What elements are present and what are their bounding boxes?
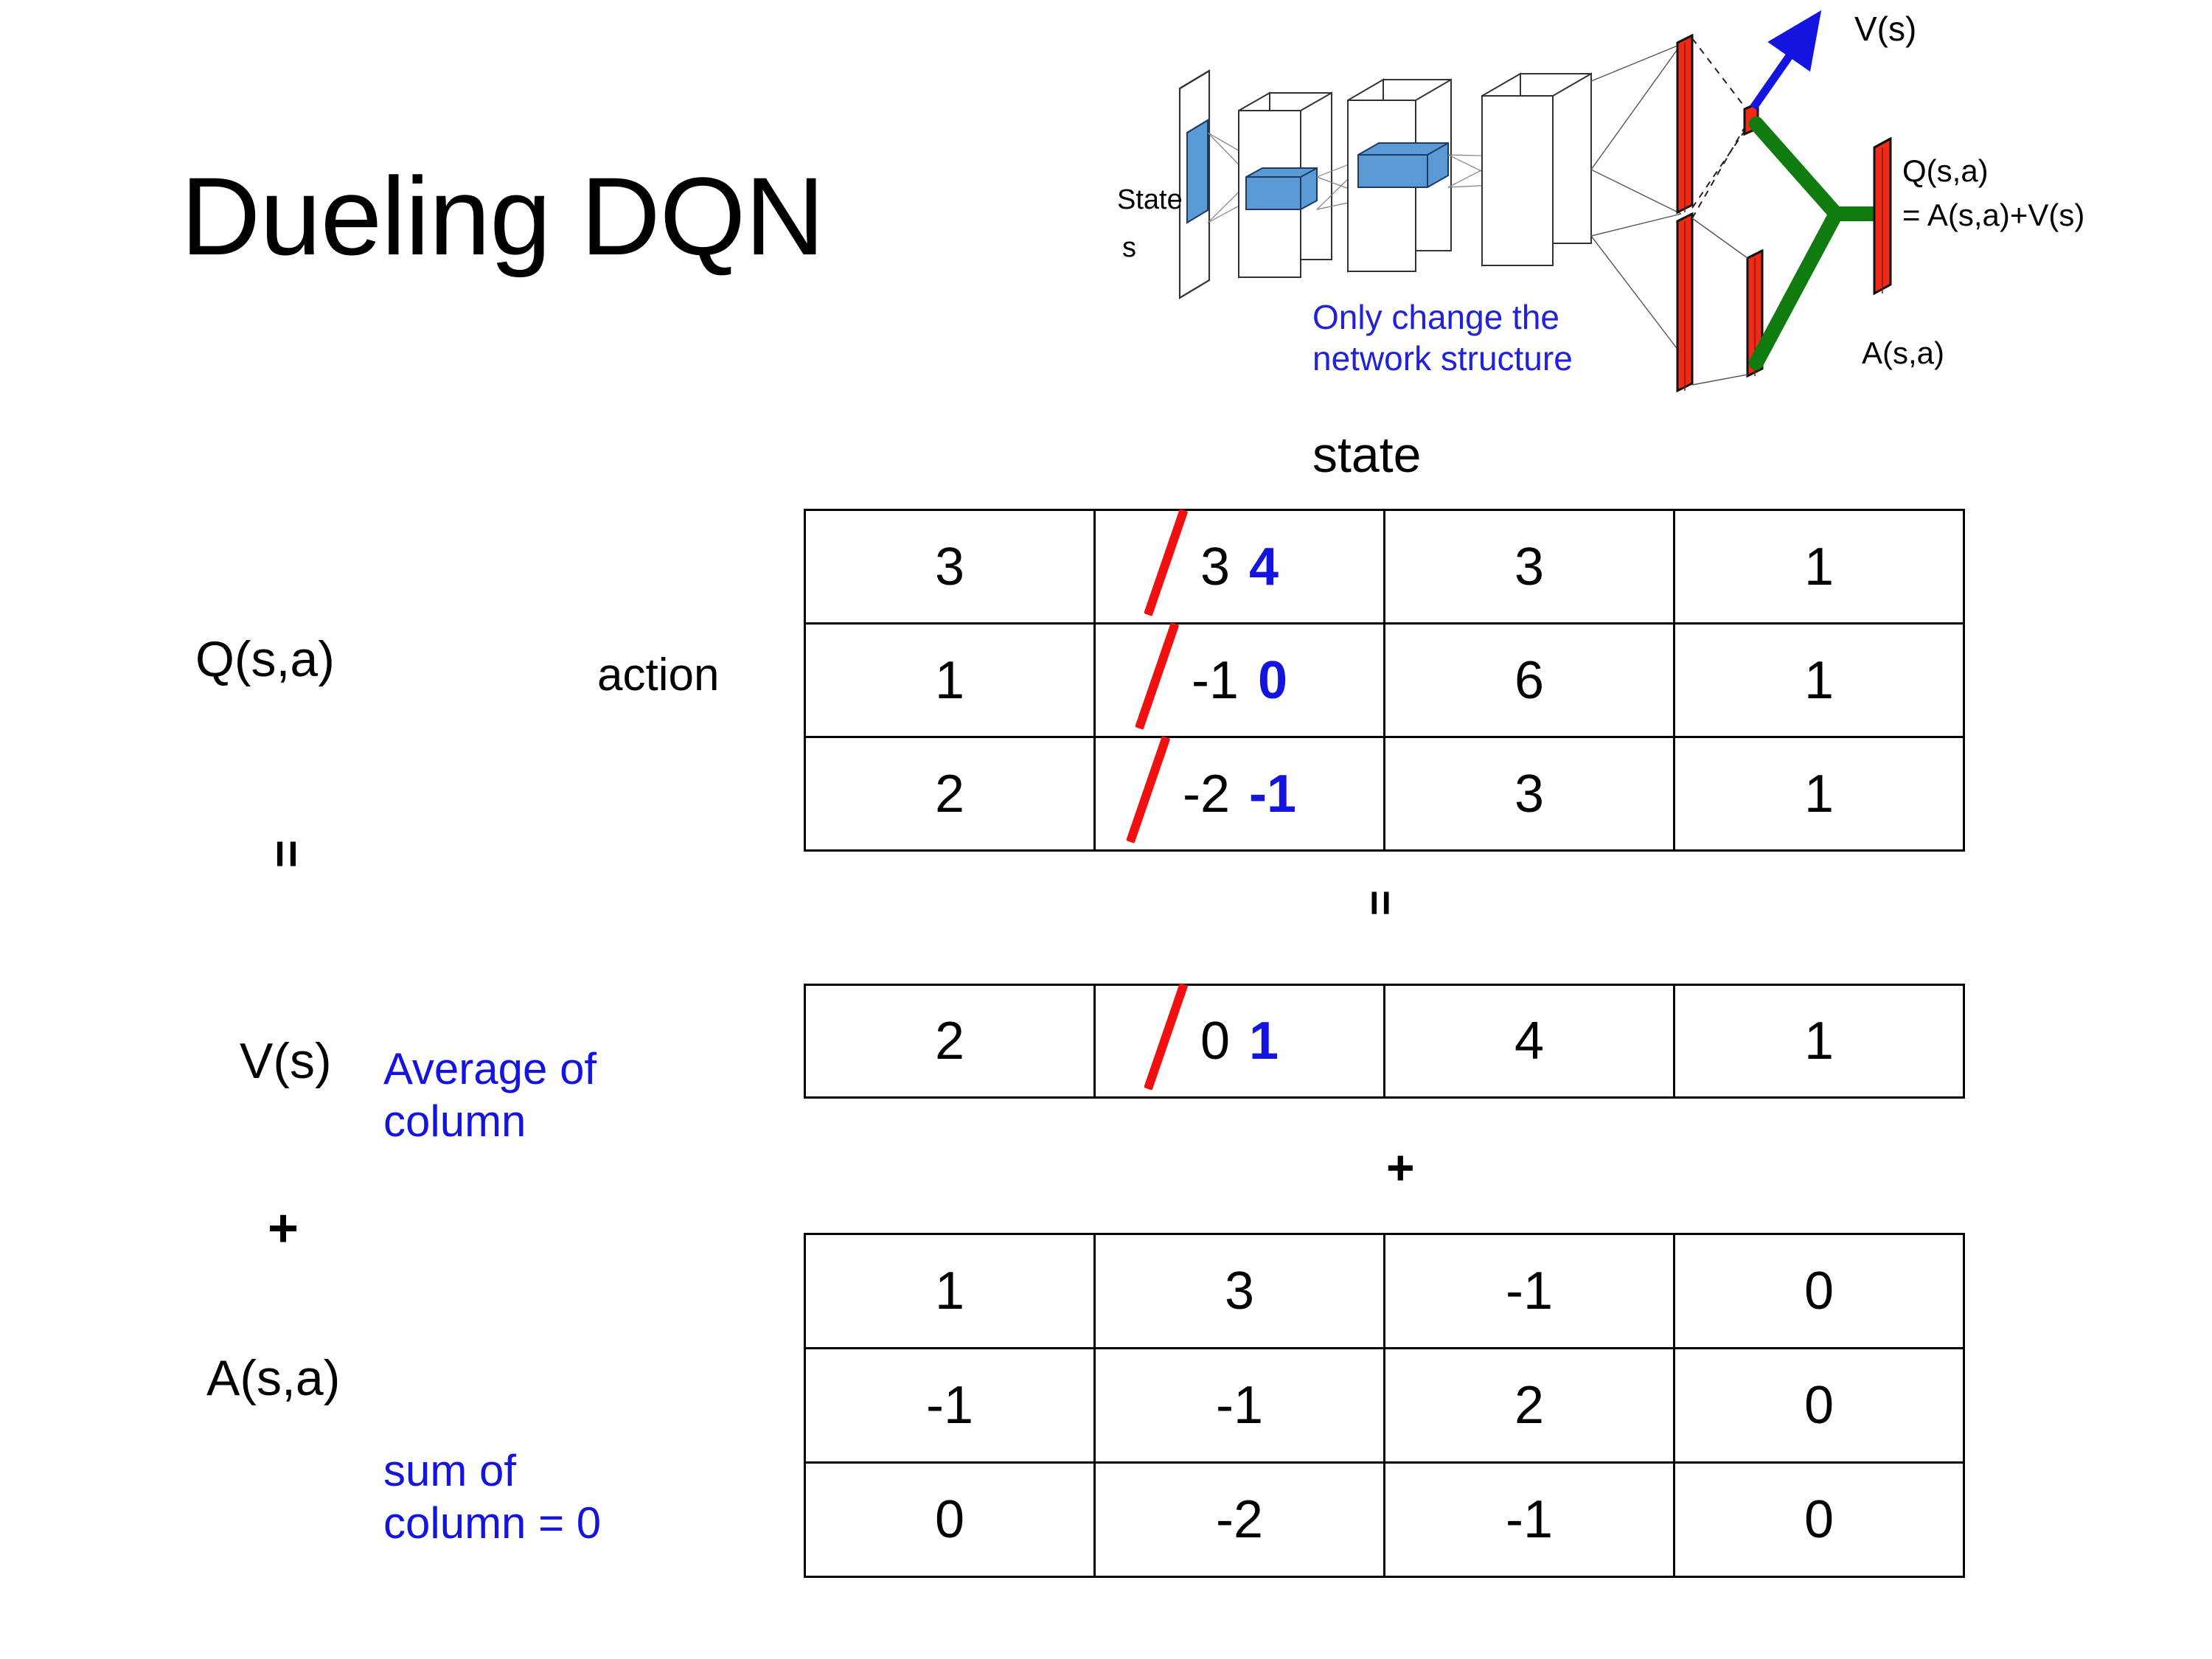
q-cell-r1c0: 1: [804, 622, 1096, 738]
stream-connectors: [1590, 44, 1682, 355]
plus-sign-left: +: [268, 1199, 299, 1258]
conv-block-3: [1481, 72, 1592, 267]
q-cell-r1c2: 6: [1383, 622, 1675, 738]
table-row: 1 3 -1 0: [804, 1233, 1965, 1349]
v-cell-r0c0: 2: [804, 984, 1096, 1099]
table-row: -1 -1 2 0: [804, 1347, 1965, 1464]
average-of-column-note: Average of column: [383, 1044, 597, 1146]
advantage-connectors: [1691, 218, 1748, 386]
q-output-bar: [1873, 136, 1892, 296]
equals-sign-left: =: [260, 839, 315, 869]
table-row: 2 -2-1 3 1: [804, 736, 1965, 852]
diagram-note-text: Only change the network structure: [1312, 298, 1573, 378]
q-cell-r1c3: 1: [1673, 622, 1965, 738]
value-dashed-links: [1691, 38, 1748, 219]
v-cell-r0c3: 1: [1673, 984, 1965, 1099]
diagram-q-label-line1: Q(s,a): [1902, 153, 1989, 188]
a-cell-r1c0: -1: [804, 1347, 1096, 1464]
value-stream-bar: [1676, 33, 1694, 215]
state-axis-label: state: [1312, 427, 1422, 483]
table-row: 0 -2 -1 0: [804, 1461, 1965, 1578]
aggregation-green: [1749, 116, 1886, 370]
a-cell-r1c2: 2: [1383, 1347, 1675, 1464]
a-table-label: A(s,a): [206, 1350, 341, 1406]
diagram-state-sub-label: s: [1122, 232, 1136, 263]
conv-block-1-patch: [1245, 167, 1318, 210]
a-cell-r1c1: -1: [1093, 1347, 1385, 1464]
advantage-stream-bar: [1676, 212, 1694, 393]
action-axis-label: action: [597, 650, 720, 700]
sum-of-column-note: sum of column = 0: [383, 1446, 602, 1548]
input-patch-blue: [1186, 119, 1208, 224]
a-cell-r0c3: 0: [1673, 1233, 1965, 1349]
q-cell-r2c3: 1: [1673, 736, 1965, 852]
q-cell-r0c2: 3: [1383, 509, 1675, 625]
a-cell-r0c0: 1: [804, 1233, 1096, 1349]
a-cell-r2c2: -1: [1383, 1461, 1675, 1578]
q-cell-r2c1: -2-1: [1093, 736, 1385, 852]
dueling-network-diagram: State s V(s) A(s,a) Q(s,a) = A(s,a)+V(s)…: [1099, 0, 2212, 420]
q-cell-r2c2: 3: [1383, 736, 1675, 852]
q-cell-r0c3: 1: [1673, 509, 1965, 625]
q-table-label: Q(s,a): [195, 631, 335, 687]
conv-block-2-patch: [1357, 142, 1449, 188]
v-cell-r0c2: 4: [1383, 984, 1675, 1099]
plus-sign-middle: +: [1386, 1140, 1415, 1194]
value-arrow: [1750, 10, 1822, 111]
network-diagram-svg: [1178, 10, 1892, 393]
diagram-value-label: V(s): [1854, 10, 1917, 48]
a-cell-r2c0: 0: [804, 1461, 1096, 1578]
a-cell-r2c3: 0: [1673, 1461, 1965, 1578]
equals-sign-middle: =: [1356, 889, 1406, 917]
q-cell-r0c0: 3: [804, 509, 1096, 625]
a-cell-r1c3: 0: [1673, 1347, 1965, 1464]
v-table-label: V(s): [240, 1033, 332, 1089]
a-value-table: 1 3 -1 0 -1 -1 2 0 0 -2 -1 0: [804, 1233, 1965, 1578]
diagram-advantage-label: A(s,a): [1862, 335, 1945, 370]
page-title: Dueling DQN: [181, 154, 825, 278]
a-cell-r0c1: 3: [1093, 1233, 1385, 1349]
diagram-q-label-line2: = A(s,a)+V(s): [1902, 198, 2085, 232]
diagram-state-label: State: [1117, 184, 1183, 215]
q-cell-r2c0: 2: [804, 736, 1096, 852]
a-cell-r0c2: -1: [1383, 1233, 1675, 1349]
a-cell-r2c1: -2: [1093, 1461, 1385, 1578]
